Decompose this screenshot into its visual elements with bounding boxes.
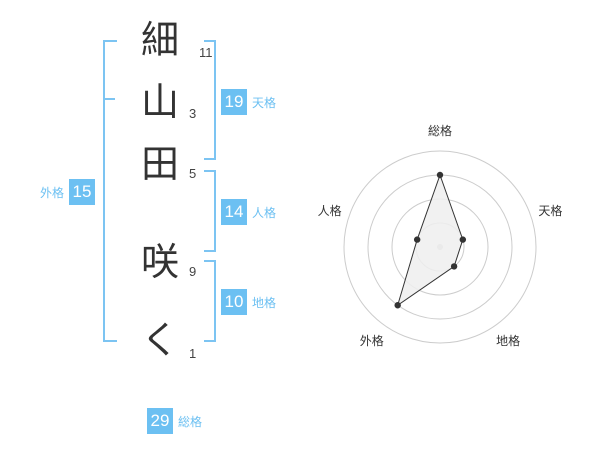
stroke-count-2: 3 xyxy=(189,106,197,121)
gaikaku-value: 15 xyxy=(69,179,96,205)
gaikaku-bracket xyxy=(103,40,117,342)
radar-point-2 xyxy=(459,236,467,243)
name-char-2: 山 xyxy=(140,80,179,124)
name-char-5: く xyxy=(140,318,179,362)
radar-point-3 xyxy=(450,263,458,270)
jinkaku-label: 人格 xyxy=(252,205,277,220)
jinkaku-value: 14 xyxy=(221,199,247,225)
name-char-3: 田 xyxy=(140,142,179,186)
stroke-count-5: 1 xyxy=(189,346,197,361)
tenkaku-bracket xyxy=(204,40,216,160)
jinkaku-badge: 14 人格 xyxy=(221,199,276,225)
tenkaku-value: 19 xyxy=(221,89,247,115)
radar-axis-label-1: 総格 xyxy=(428,123,452,138)
stroke-count-4: 9 xyxy=(189,264,197,279)
radar-point-4 xyxy=(394,302,401,309)
radar-axis-label-5: 人格 xyxy=(318,203,342,218)
stroke-count-3: 5 xyxy=(189,166,197,181)
radar-axis-label-2: 天格 xyxy=(538,203,562,218)
stroke-count-1: 11 xyxy=(199,45,213,60)
name-char-1: 細 xyxy=(140,18,179,62)
name-char-4: 咲 xyxy=(140,240,179,284)
radar-shape xyxy=(394,171,467,309)
tenkaku-badge: 19 天格 xyxy=(221,89,276,115)
soukaku-label: 総格 xyxy=(178,414,203,429)
chikaku-badge: 10 地格 xyxy=(221,289,276,315)
gaikaku-badge: 外格 15 xyxy=(40,179,96,205)
soukaku-badge: 29 総格 xyxy=(147,408,202,434)
chikaku-label: 地格 xyxy=(252,295,277,310)
radar-ring-4 xyxy=(343,150,537,344)
radar-axis-label-4: 外格 xyxy=(360,333,384,348)
chikaku-bracket xyxy=(204,260,216,342)
radar-axis-label-3: 地格 xyxy=(496,333,520,348)
radar-polygon xyxy=(396,173,464,307)
gaikaku-bracket-tick xyxy=(103,98,115,100)
gaikaku-label: 外格 xyxy=(40,185,65,200)
radar-point-5 xyxy=(413,236,421,243)
soukaku-value: 29 xyxy=(147,408,173,434)
jinkaku-bracket xyxy=(204,170,216,252)
tenkaku-label: 天格 xyxy=(252,95,277,110)
radar-point-1 xyxy=(436,171,444,179)
chikaku-value: 10 xyxy=(221,289,247,315)
